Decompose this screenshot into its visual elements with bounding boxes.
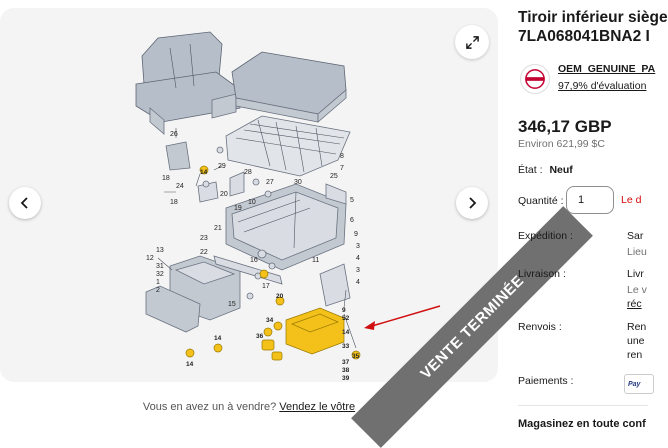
seller-rating-link[interactable]: 97,9% d'évaluation [558, 80, 647, 92]
callout: 20 [220, 191, 228, 198]
quantity-input[interactable]: 1 [566, 186, 614, 214]
image-gallery[interactable]: .part { fill:#d9dde3; stroke:#6a7280; st… [0, 8, 593, 448]
delivery-label: Livraison : [518, 268, 566, 280]
callout: 15 [228, 301, 236, 308]
callout: 8 [340, 153, 344, 160]
callout: 22 [200, 249, 208, 256]
next-image-button[interactable] [456, 187, 488, 219]
highlighted-part [185, 165, 361, 361]
callout: 24 [176, 183, 184, 190]
seat-illustration [135, 31, 241, 135]
product-title-line2: 7LA068041BNA2 I [518, 28, 650, 45]
chevron-right-icon [469, 197, 477, 209]
callout: 12 [146, 255, 154, 262]
callout: 7 [340, 165, 344, 172]
callout: 34 [266, 317, 274, 324]
callout: 37 [342, 359, 350, 366]
condition-label: État : [518, 164, 543, 176]
payments-label: Paiements : [518, 375, 574, 387]
callout: 52 [342, 315, 350, 322]
delivery-link[interactable]: réc [627, 298, 642, 310]
callout: 28 [244, 169, 252, 176]
callout: 31 [156, 263, 164, 270]
callout: 3 [356, 267, 360, 274]
callout: 17 [262, 283, 270, 290]
callout: 1 [156, 279, 160, 286]
callout: 9 [342, 307, 346, 314]
callout: 25 [330, 173, 338, 180]
shipping-label: Expédition : [518, 230, 573, 242]
callout: 4 [356, 255, 360, 262]
shipping-value: Sar [627, 230, 644, 242]
callout: 21 [214, 225, 222, 232]
callout: 10 [248, 199, 256, 206]
callout: 32 [156, 271, 164, 278]
tray-frame-illustration [225, 115, 351, 177]
callout: 29 [218, 163, 226, 170]
callout: 14 [342, 329, 350, 336]
callout: 36 [256, 333, 264, 340]
parts-diagram: .part { fill:#d9dde3; stroke:#6a7280; st… [135, 31, 441, 382]
callout: 23 [200, 235, 208, 242]
quantity-label: Quantité : [518, 195, 564, 207]
callout: 18 [162, 175, 170, 182]
brand-logo-icon [525, 69, 545, 89]
product-title: Tiroir inférieur siège 7LA068041BNA2 I [518, 8, 668, 46]
callout: 27 [266, 179, 274, 186]
seller-name-link[interactable]: OEM_GENUINE_PA [558, 63, 656, 75]
condition-value: Neuf [549, 164, 573, 176]
price-approx: Environ 621,99 $C [518, 138, 605, 150]
callout: 30 [294, 179, 302, 186]
expand-image-button[interactable] [455, 25, 489, 59]
sell-prompt: Vous en avez un à vendre? Vendez le vôtr… [0, 401, 498, 413]
price: 346,17 GBP [518, 117, 612, 136]
returns-line2: une [627, 335, 645, 347]
delivery-value: Livr [627, 268, 644, 280]
callout: 14 [214, 335, 222, 342]
sell-question: Vous en avez un à vendre? [142, 401, 277, 413]
callout: 13 [156, 247, 164, 254]
callout: 33 [342, 343, 350, 350]
callout: 3 [356, 243, 360, 250]
sell-yours-link[interactable]: Vendez le vôtre [279, 401, 356, 413]
callout: 9 [354, 231, 358, 238]
returns-label: Renvois : [518, 321, 562, 333]
callout: 26 [170, 131, 178, 138]
callout: 38 [342, 367, 350, 374]
shipping-location: Lieu [627, 246, 647, 258]
delivery-note: Le v [627, 284, 647, 296]
stock-warning: Le d [621, 194, 642, 206]
callout: 6 [350, 217, 354, 224]
callout: 16 [250, 257, 258, 264]
callout: 20 [276, 293, 284, 300]
pointer-arrow [371, 305, 441, 327]
paypal-badge: Pay [624, 374, 654, 394]
callout: 19 [234, 205, 242, 212]
divider [518, 405, 648, 406]
expand-icon [465, 35, 479, 49]
returns-line1: Ren [627, 321, 647, 333]
callout: 14 [186, 361, 194, 368]
callout: 35 [352, 353, 360, 360]
prev-image-button[interactable] [9, 187, 41, 219]
chevron-left-icon [20, 197, 28, 209]
shop-confidence-heading: Magasinez en toute conf [518, 418, 646, 430]
returns-line3: ren [627, 349, 643, 361]
seller-logo[interactable] [520, 64, 550, 94]
product-title-line1: Tiroir inférieur siège [518, 9, 668, 26]
callout: 4 [356, 279, 360, 286]
callout: 14 [200, 169, 208, 176]
callout: 39 [342, 375, 350, 382]
callout: 11 [312, 257, 319, 264]
callout: 2 [156, 287, 160, 294]
condition-row: État : Neuf [518, 164, 573, 176]
callout: 5 [350, 197, 354, 204]
callout: 18 [170, 199, 178, 206]
